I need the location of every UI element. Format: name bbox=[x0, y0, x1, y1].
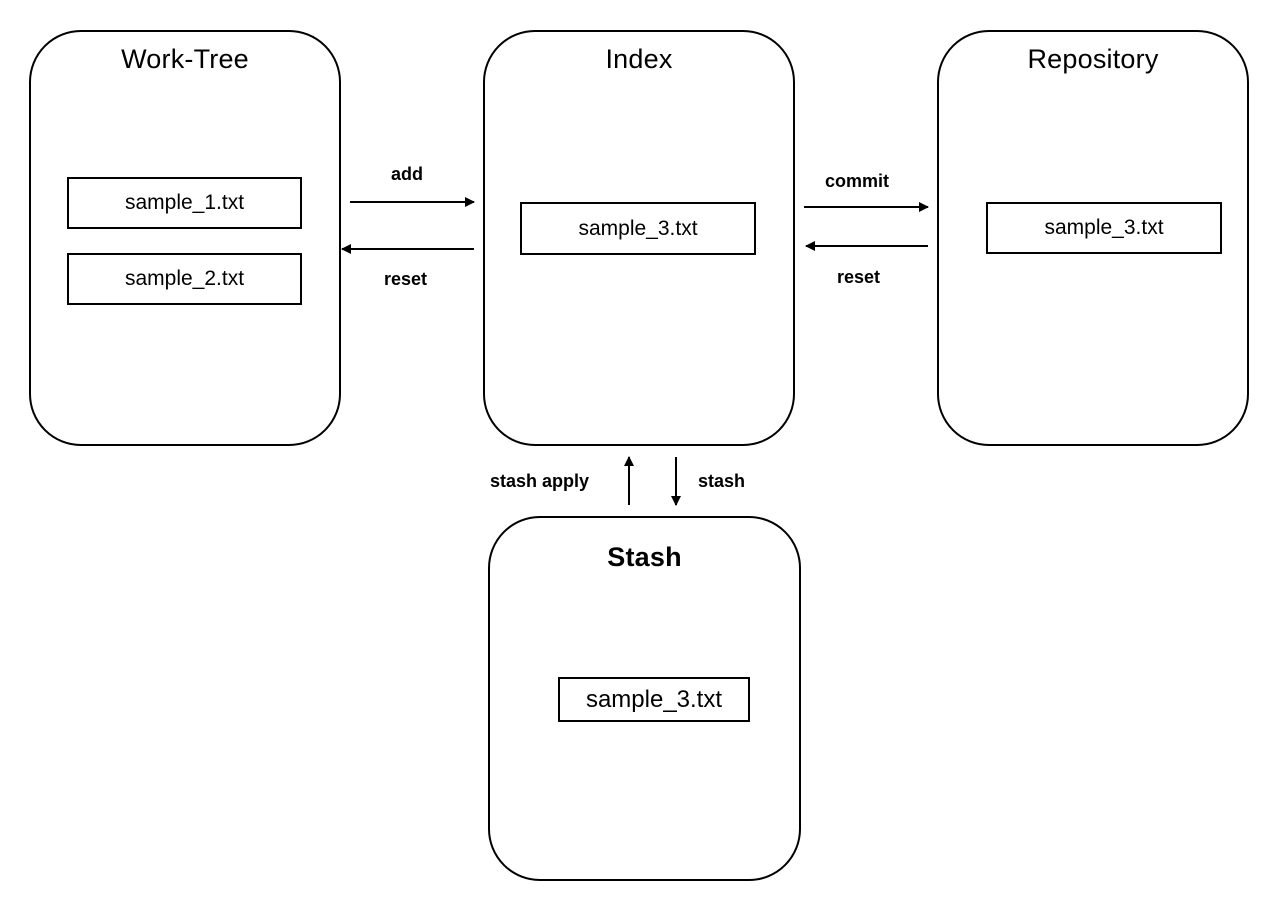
reset-label: reset bbox=[837, 267, 881, 287]
repository-file: sample_3.txt bbox=[986, 202, 1222, 254]
stash-title: Stash bbox=[607, 542, 682, 572]
work-tree-area: Work-Tree bbox=[29, 30, 341, 446]
commit-label: commit bbox=[825, 171, 890, 191]
reset-label: reset bbox=[384, 269, 428, 289]
add-label: add bbox=[391, 164, 424, 184]
repository-title: Repository bbox=[1027, 44, 1159, 74]
stash-apply-label: stash apply bbox=[490, 471, 590, 491]
work-tree-file: sample_1.txt bbox=[67, 177, 302, 229]
work-tree-file: sample_2.txt bbox=[67, 253, 302, 305]
stash-file: sample_3.txt bbox=[558, 677, 750, 722]
index-file: sample_3.txt bbox=[520, 202, 756, 255]
stash-label: stash bbox=[698, 471, 746, 491]
index-title: Index bbox=[605, 44, 673, 74]
work-tree-title: Work-Tree bbox=[121, 44, 249, 74]
